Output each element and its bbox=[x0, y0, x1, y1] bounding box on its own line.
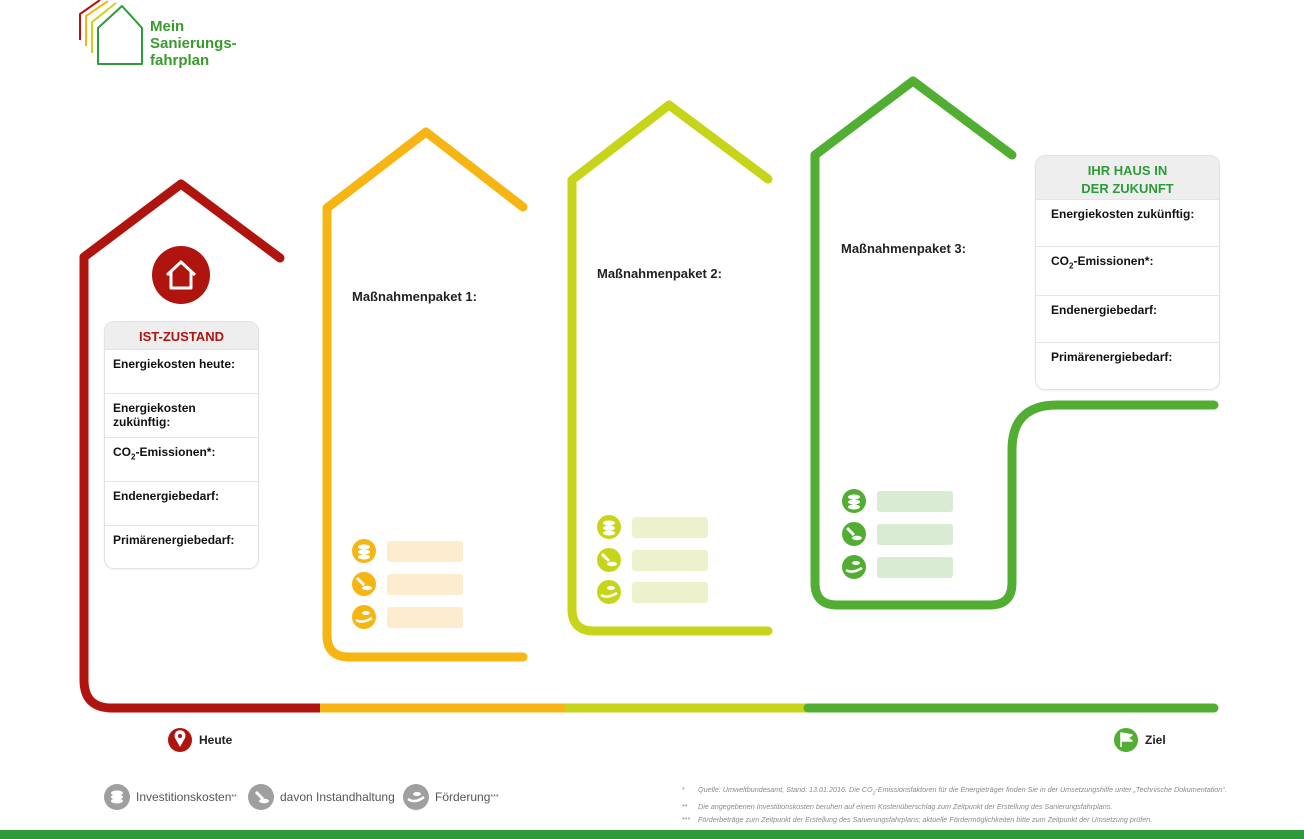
hand-coins-icon bbox=[842, 555, 866, 579]
location-pin-icon bbox=[168, 728, 192, 752]
package-1-icons bbox=[352, 539, 376, 629]
footnote-3: *** Förderbeträge zum Zeitpunkt der Erste… bbox=[682, 813, 1227, 826]
future-row-end-energy: Endenergiebedarf: bbox=[1036, 295, 1219, 342]
wrench-coins-icon bbox=[352, 572, 376, 596]
future-title-line-2: DER ZUKUNFT bbox=[1081, 181, 1174, 196]
package-1-invest-bar[interactable] bbox=[387, 541, 463, 562]
future-title: IHR HAUS IN DER ZUKUNFT bbox=[1036, 156, 1219, 199]
footnote-1-sub: 2 bbox=[872, 790, 876, 797]
timeline-start-label: Heute bbox=[199, 733, 233, 747]
legend-invest: Investitionskosten** bbox=[104, 784, 237, 810]
footnote-1-text-b: -Emissionsfaktoren für die Energieträger… bbox=[875, 785, 1227, 794]
package-2-label: Maßnahmenpaket 2: bbox=[597, 266, 722, 281]
legend-invest-mark: ** bbox=[231, 793, 237, 801]
co2-prefix: CO bbox=[113, 445, 131, 459]
flag-icon bbox=[1114, 728, 1138, 752]
coins-icon bbox=[352, 539, 376, 563]
package-2-foerderung-bar[interactable] bbox=[632, 582, 708, 603]
wrench-coins-icon bbox=[842, 522, 866, 546]
co2-sub: 2 bbox=[1069, 261, 1074, 271]
logo-line-1: Mein bbox=[150, 18, 185, 35]
package-3-foerderung-bar[interactable] bbox=[877, 557, 953, 578]
ist-row-energy-cost-future: Energiekosten zukünftig: bbox=[105, 393, 258, 437]
hand-coins-icon bbox=[403, 784, 429, 810]
coins-icon bbox=[597, 515, 621, 539]
ist-row-co2: CO2-Emissionen*: bbox=[105, 437, 258, 481]
footnote-3-text: Förderbeträge zum Zeitpunkt der Erstellu… bbox=[698, 815, 1153, 825]
coins-icon bbox=[104, 784, 130, 810]
footnotes: * Quelle: Umweltbundesamt, Stand: 13.01.2… bbox=[682, 783, 1227, 826]
footnote-2: ** Die angegebenen Investitionskosten ber… bbox=[682, 800, 1227, 813]
package-3-instand-bar[interactable] bbox=[877, 524, 953, 545]
footnote-1: * Quelle: Umweltbundesamt, Stand: 13.01.2… bbox=[682, 783, 1227, 800]
legend-foerderung: Förderung*** bbox=[403, 784, 499, 810]
co2-suffix: -Emissionen*: bbox=[1073, 254, 1154, 268]
logo-line-2: Sanierungs- bbox=[150, 35, 237, 52]
package-1-instand-bar[interactable] bbox=[387, 574, 463, 595]
package-2-invest-bar[interactable] bbox=[632, 517, 708, 538]
timeline-end-label: Ziel bbox=[1145, 733, 1166, 747]
package-1-label: Maßnahmenpaket 1: bbox=[352, 289, 477, 304]
future-row-co2: CO2-Emissionen*: bbox=[1036, 246, 1219, 295]
legend-foerderung-label: Förderung bbox=[435, 790, 491, 804]
ist-row-primary-energy: Primärenergiebedarf: bbox=[105, 525, 258, 568]
future-title-line-1: IHR HAUS IN bbox=[1087, 163, 1168, 178]
logo-houses bbox=[79, 0, 143, 65]
legend-instand: davon Instandhaltung bbox=[248, 784, 395, 810]
package-1-house-outline bbox=[322, 127, 528, 662]
co2-sub: 2 bbox=[131, 452, 136, 462]
hand-coins-icon bbox=[352, 605, 376, 629]
future-card: IHR HAUS IN DER ZUKUNFT Energiekosten zu… bbox=[1035, 155, 1220, 390]
bottom-brand-strip bbox=[0, 830, 1304, 839]
package-3-house-outline bbox=[810, 76, 1219, 610]
package-3-invest-bar[interactable] bbox=[877, 491, 953, 512]
footnote-3-mark: *** bbox=[682, 815, 691, 825]
legend-invest-label: Investitionskosten bbox=[136, 790, 232, 804]
ist-title: IST-ZUSTAND bbox=[105, 322, 258, 349]
legend-foerderung-mark: *** bbox=[490, 793, 499, 801]
coins-icon bbox=[842, 489, 866, 513]
house-icon bbox=[152, 246, 210, 304]
footnote-2-mark: ** bbox=[682, 802, 688, 812]
wrench-coins-icon bbox=[597, 548, 621, 572]
logo-text: Mein Sanierungs- fahrplan bbox=[150, 18, 237, 69]
wrench-coins-icon bbox=[248, 784, 274, 810]
package-2-icons bbox=[597, 515, 621, 604]
footnote-2-text: Die angegebenen Investitionskosten beruh… bbox=[698, 802, 1113, 812]
logo-line-3: fahrplan bbox=[150, 52, 210, 69]
package-2-house-outline bbox=[567, 100, 773, 636]
package-3-label: Maßnahmenpaket 3: bbox=[841, 241, 966, 256]
footnote-1-mark: * bbox=[682, 785, 685, 794]
future-row-primary-energy: Primärenergiebedarf: bbox=[1036, 342, 1219, 388]
package-3-icons bbox=[842, 489, 866, 579]
legend-instand-label: davon Instandhaltung bbox=[280, 790, 395, 804]
package-1-foerderung-bar[interactable] bbox=[387, 607, 463, 628]
ist-card: IST-ZUSTAND Energiekosten heute: Energie… bbox=[104, 321, 259, 569]
future-row-energy-cost: Energiekosten zukünftig: bbox=[1036, 199, 1219, 246]
co2-suffix: -Emissionen*: bbox=[135, 445, 216, 459]
ist-row-energy-cost-today: Energiekosten heute: bbox=[105, 349, 258, 393]
ist-row-end-energy: Endenergiebedarf: bbox=[105, 481, 258, 525]
hand-coins-icon bbox=[597, 580, 621, 604]
co2-prefix: CO bbox=[1051, 254, 1069, 268]
ist-house-outline bbox=[79, 179, 325, 713]
footnote-1-text-a: Quelle: Umweltbundesamt, Stand: 13.01.20… bbox=[698, 785, 873, 794]
package-2-instand-bar[interactable] bbox=[632, 550, 708, 571]
